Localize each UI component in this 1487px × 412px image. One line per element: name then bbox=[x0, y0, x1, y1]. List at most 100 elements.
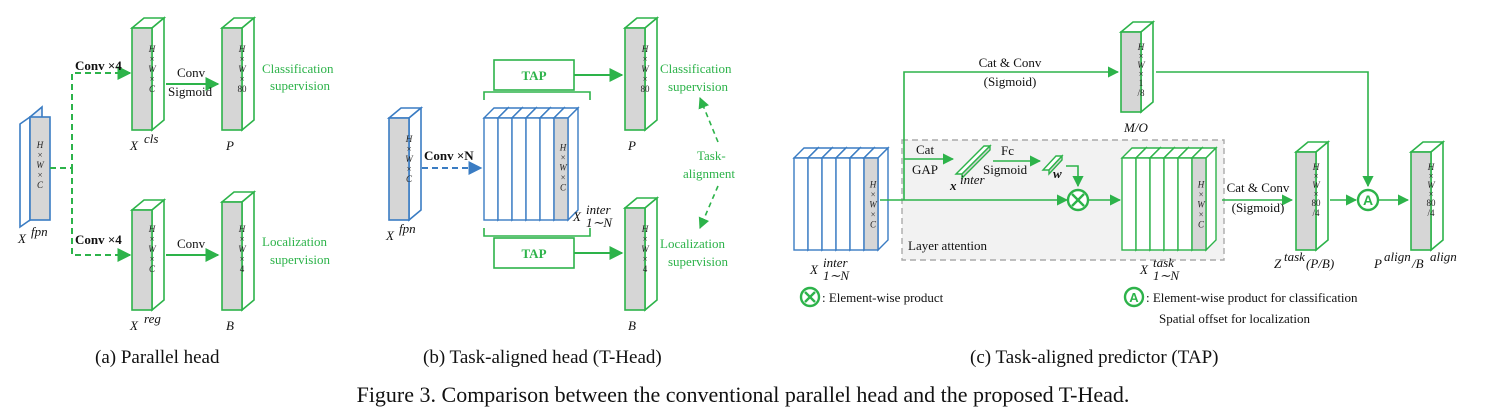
stack-dim-label: × bbox=[870, 189, 876, 199]
svg-text:alignment: alignment bbox=[683, 166, 735, 181]
svg-text:Sigmoid: Sigmoid bbox=[983, 162, 1028, 177]
svg-text:80: 80 bbox=[1427, 198, 1437, 208]
svg-text:/4: /4 bbox=[1312, 208, 1320, 218]
svg-text:H: H bbox=[1137, 42, 1145, 52]
svg-text:TAP: TAP bbox=[521, 68, 546, 83]
tap-box-bottom bbox=[493, 237, 575, 269]
svg-text:Conv: Conv bbox=[177, 236, 206, 251]
svg-text:×: × bbox=[642, 54, 648, 64]
svg-text:(Sigmoid): (Sigmoid) bbox=[984, 74, 1037, 89]
svg-text:W: W bbox=[148, 64, 157, 74]
svg-text:×: × bbox=[1428, 189, 1434, 199]
a-operator-icon: A bbox=[1356, 188, 1380, 212]
svg-text:W: W bbox=[1312, 180, 1321, 190]
conv-arrow-bottom-a bbox=[71, 168, 132, 262]
svg-text:×: × bbox=[1138, 51, 1144, 61]
svg-text:Conv: Conv bbox=[177, 65, 206, 80]
svg-text:C: C bbox=[406, 174, 413, 184]
svg-text:Cat & Conv: Cat & Conv bbox=[1227, 180, 1290, 195]
svg-text:80: 80 bbox=[641, 84, 651, 94]
svg-text:task: task bbox=[1284, 249, 1305, 264]
tap-bracket-bottom bbox=[483, 228, 591, 237]
stack-dim-label: C bbox=[560, 183, 567, 193]
svg-text:×: × bbox=[239, 254, 245, 264]
xinter-label-c: X bbox=[809, 262, 819, 277]
xfpn-block-a: H × W × C bbox=[19, 105, 51, 229]
stack-dim-label: × bbox=[870, 209, 876, 219]
svg-text:/4: /4 bbox=[1427, 208, 1435, 218]
legend-a-icon: A bbox=[1123, 286, 1145, 308]
svg-text:fpn: fpn bbox=[31, 224, 48, 239]
svg-text:80: 80 bbox=[1312, 198, 1322, 208]
svg-text:×: × bbox=[149, 234, 155, 244]
svg-text:H: H bbox=[238, 44, 246, 54]
svg-text:GAP: GAP bbox=[912, 162, 938, 177]
svg-text:H: H bbox=[148, 224, 156, 234]
svg-text:4: 4 bbox=[643, 264, 648, 274]
svg-text:×: × bbox=[1313, 189, 1319, 199]
svg-text:×: × bbox=[642, 254, 648, 264]
svg-text:1: 1 bbox=[1139, 78, 1144, 88]
svg-text:W: W bbox=[641, 244, 650, 254]
stack-dim-label: C bbox=[1198, 219, 1205, 229]
svg-text:(Sigmoid): (Sigmoid) bbox=[1232, 200, 1285, 215]
mo-block: H × W × 1 /8 bbox=[1118, 20, 1156, 114]
task-align-arrow-up bbox=[698, 96, 719, 143]
stack-dim-label: × bbox=[560, 173, 566, 183]
xinter-stack-c: H×W×C bbox=[792, 146, 890, 252]
svg-text:×: × bbox=[149, 54, 155, 64]
svg-text:H: H bbox=[238, 224, 246, 234]
layer-attention-label: Layer attention bbox=[908, 238, 988, 253]
svg-text:reg: reg bbox=[144, 311, 161, 326]
svg-text:×: × bbox=[1428, 171, 1434, 181]
svg-text:Sigmoid: Sigmoid bbox=[168, 84, 213, 99]
svg-text:4: 4 bbox=[240, 264, 245, 274]
svg-text:×: × bbox=[37, 170, 43, 180]
caption-b: (b) Task-aligned head (T-Head) bbox=[423, 347, 662, 368]
w-vector bbox=[1041, 154, 1064, 176]
xreg-block: H × W × C bbox=[129, 198, 167, 312]
p-label-a: P bbox=[225, 138, 234, 153]
svg-text:C: C bbox=[37, 180, 44, 190]
mo-to-a-arrow bbox=[1156, 71, 1374, 188]
x-inter-vector bbox=[954, 144, 992, 180]
svg-text:×: × bbox=[37, 150, 43, 160]
svg-text:supervision: supervision bbox=[270, 252, 330, 267]
svg-text:W: W bbox=[405, 154, 414, 164]
b-block-a: H × W × 4 bbox=[219, 190, 257, 312]
conv-n-label: Conv ×N bbox=[424, 148, 474, 163]
svg-text:/B: /B bbox=[1411, 256, 1424, 271]
svg-text:H: H bbox=[148, 44, 156, 54]
svg-text:H: H bbox=[641, 44, 649, 54]
svg-text:(P/B): (P/B) bbox=[1306, 256, 1334, 271]
caption-c: (c) Task-aligned predictor (TAP) bbox=[970, 347, 1218, 368]
stack-dim-label: W bbox=[559, 163, 568, 173]
svg-text:C: C bbox=[149, 264, 156, 274]
svg-text:80: 80 bbox=[238, 84, 248, 94]
xtask-label: X bbox=[1139, 262, 1149, 277]
xinter-stack-b: H×W×C bbox=[482, 106, 580, 222]
svg-text:W: W bbox=[148, 244, 157, 254]
element-wise-product-icon bbox=[1066, 188, 1090, 212]
svg-text:H: H bbox=[641, 224, 649, 234]
svg-text:W: W bbox=[1137, 60, 1146, 70]
panel-c-tap: Layer attention H×W×C X inter 1∼N Cat & … bbox=[792, 20, 1457, 368]
svg-text:Fc: Fc bbox=[1001, 143, 1014, 158]
stack-dim-label: W bbox=[869, 199, 878, 209]
stack-layer bbox=[862, 146, 890, 252]
stack-dim-label: H bbox=[559, 143, 567, 153]
figure-caption: Figure 3. Comparison between the convent… bbox=[357, 382, 1130, 407]
svg-text:H: H bbox=[1427, 162, 1435, 172]
svg-text:/8: /8 bbox=[1137, 88, 1145, 98]
svg-text:H: H bbox=[1312, 162, 1320, 172]
svg-text:inter: inter bbox=[586, 202, 611, 217]
stack-dim-label: C bbox=[870, 219, 877, 229]
panel-a-parallel-head: H × W × C X fpn Conv ×4 Conv ×4 H × W × … bbox=[17, 16, 334, 368]
svg-text:×: × bbox=[239, 74, 245, 84]
svg-text:w: w bbox=[1053, 166, 1062, 181]
svg-text:TAP: TAP bbox=[521, 246, 546, 261]
svg-text:1∼N: 1∼N bbox=[1153, 268, 1180, 283]
svg-text:Classification: Classification bbox=[660, 61, 732, 76]
legend-a-text-1: : Element-wise product for classificatio… bbox=[1146, 290, 1358, 305]
